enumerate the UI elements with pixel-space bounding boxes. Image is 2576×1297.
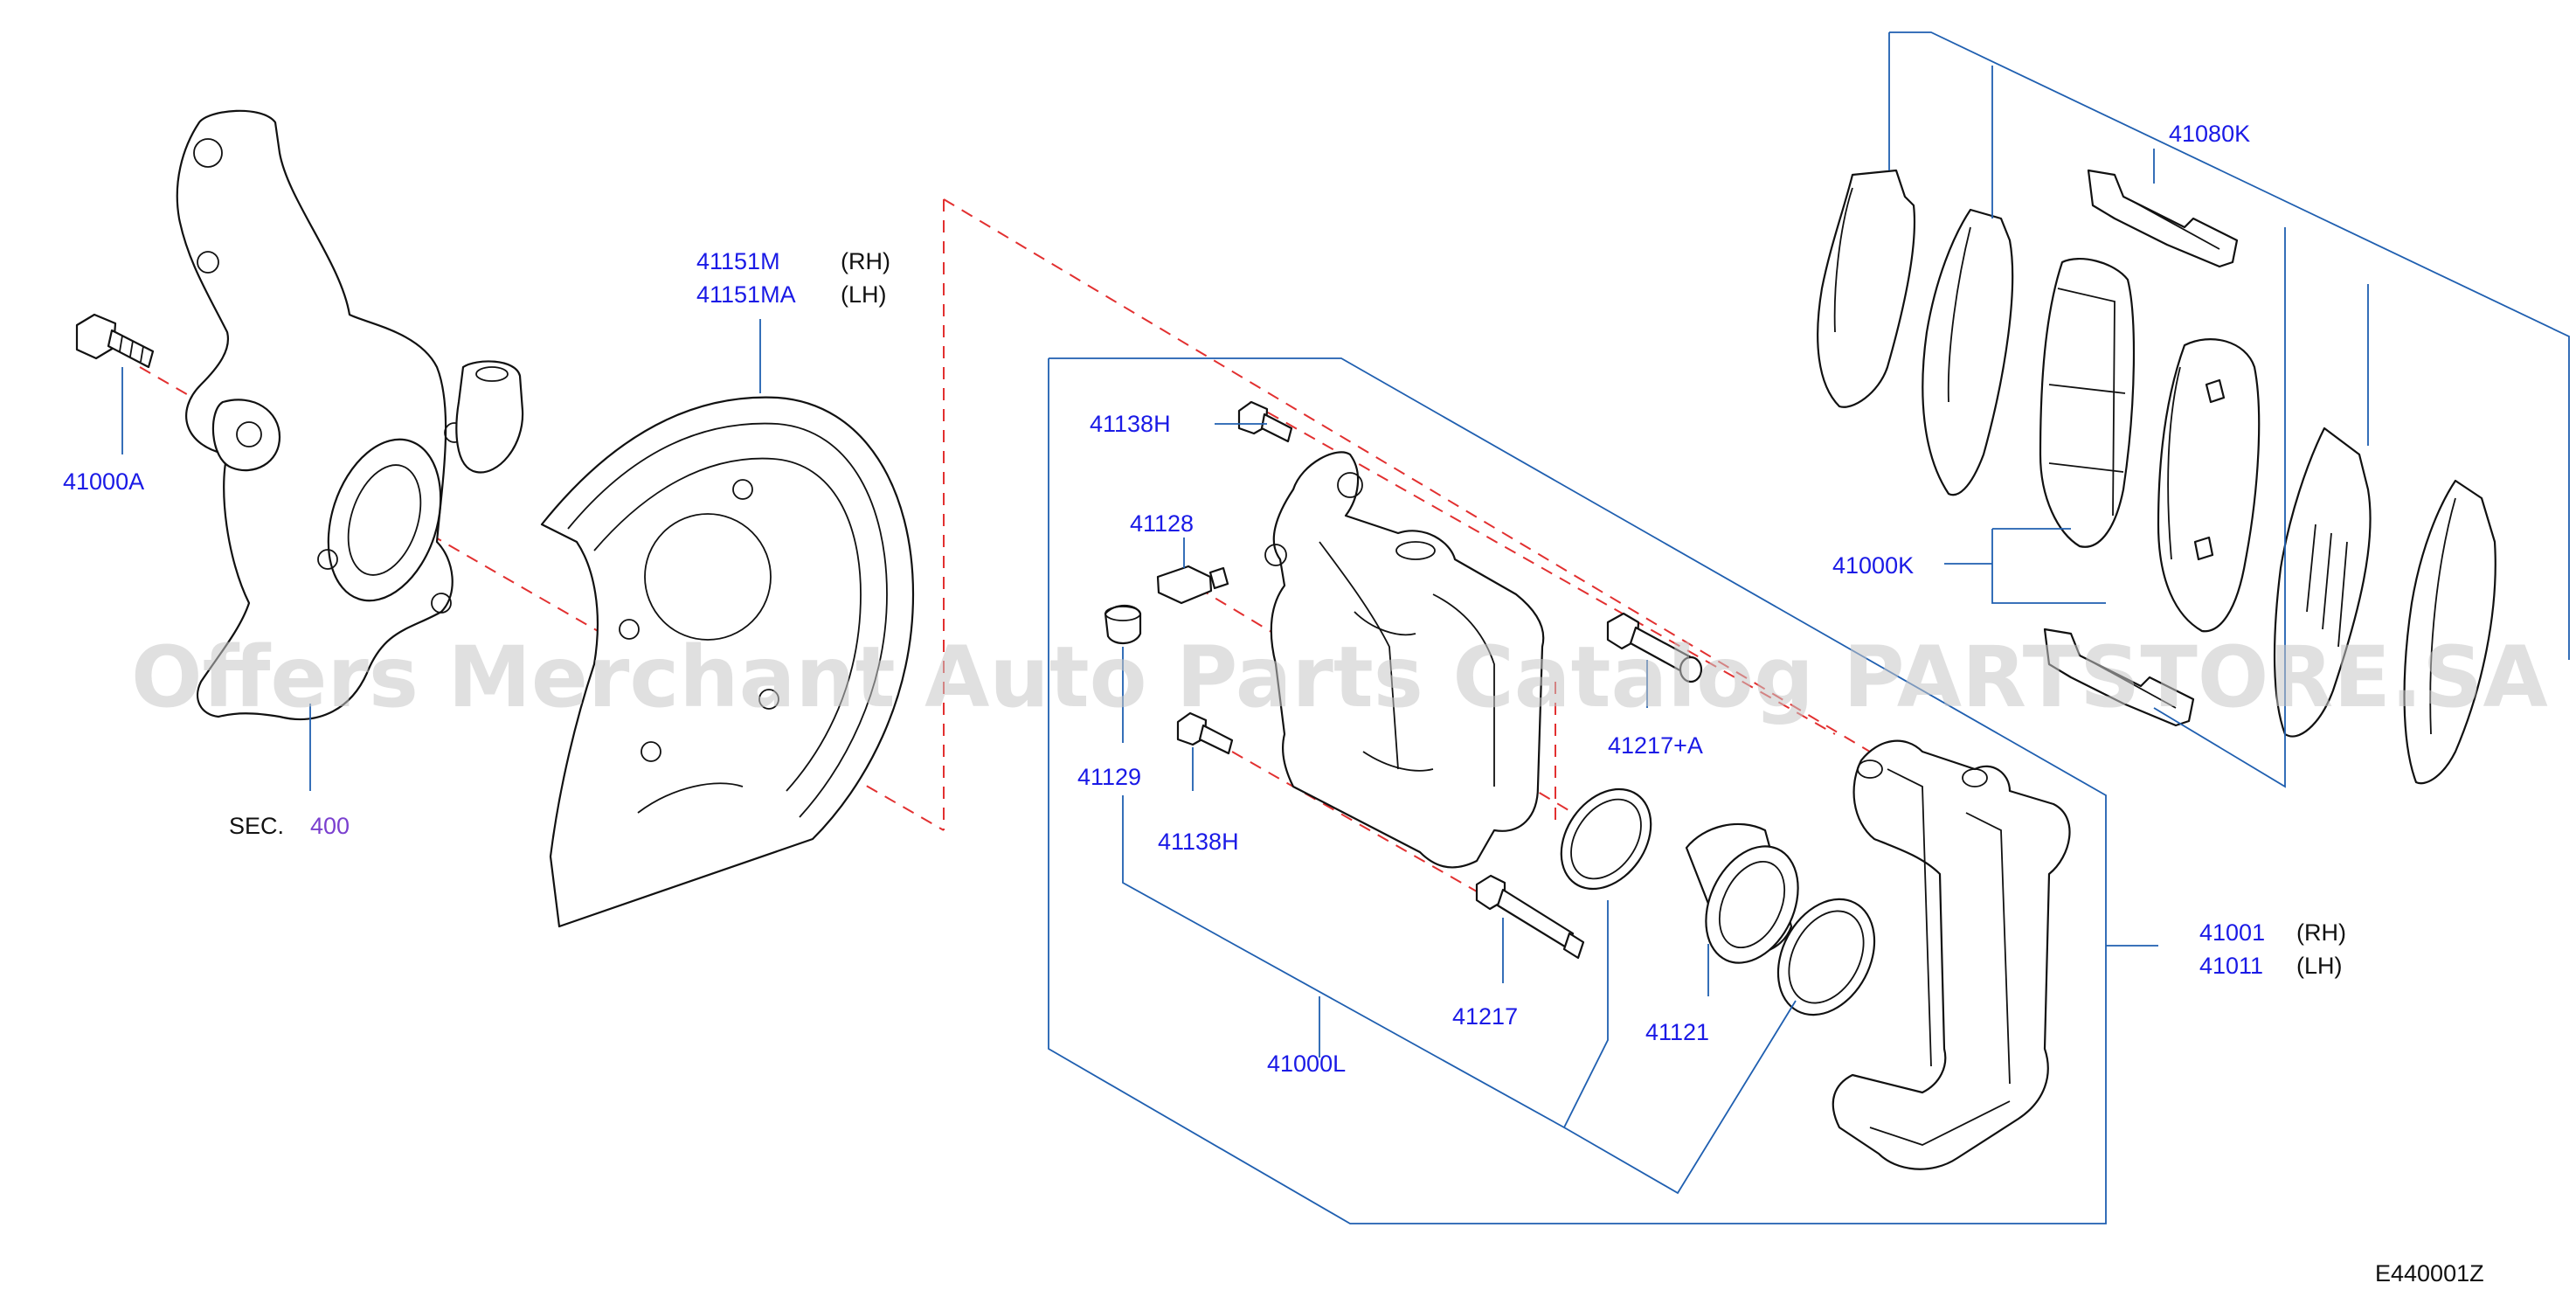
label-41000K[interactable]: 41000K bbox=[1832, 552, 1914, 579]
label-41129[interactable]: 41129 bbox=[1077, 764, 1141, 790]
label-41128[interactable]: 41128 bbox=[1130, 510, 1194, 537]
caliper-bolt-upper bbox=[1237, 400, 1293, 443]
pad-clip-lower bbox=[2043, 628, 2195, 727]
label-41001-side: (RH) bbox=[2296, 919, 2346, 946]
guide-pin bbox=[1475, 874, 1585, 960]
watermark-text: Offers Merchant Auto Parts Catalog PARTS… bbox=[131, 628, 2548, 726]
dust-boot bbox=[1776, 898, 1876, 1016]
label-sec-400[interactable]: 400 bbox=[310, 813, 350, 839]
label-41000A[interactable]: 41000A bbox=[63, 468, 144, 495]
figure-code: E440001Z bbox=[2375, 1260, 2484, 1287]
bleeder-screw bbox=[1156, 565, 1229, 605]
bleeder-cap bbox=[1104, 604, 1142, 644]
brake-pad-inner bbox=[2157, 338, 2261, 633]
label-41121[interactable]: 41121 bbox=[1645, 1019, 1709, 1045]
outer-shim-right bbox=[1922, 208, 2014, 496]
label-41217[interactable]: 41217 bbox=[1452, 1003, 1518, 1030]
label-41011-side: (LH) bbox=[2296, 953, 2343, 979]
label-41151MA[interactable]: 41151MA bbox=[696, 281, 796, 308]
piston-seal bbox=[1560, 787, 1652, 891]
label-sec-text: SEC. bbox=[229, 813, 284, 839]
label-41138H-lower[interactable]: 41138H bbox=[1158, 829, 1239, 855]
dust-shield bbox=[540, 396, 915, 928]
guide-pin-a bbox=[1606, 612, 1703, 683]
label-41151M[interactable]: 41151M bbox=[696, 248, 780, 274]
steering-knuckle bbox=[176, 109, 524, 720]
piston bbox=[1685, 822, 1799, 964]
label-41011[interactable]: 41011 bbox=[2199, 953, 2263, 979]
label-41151M-side: (RH) bbox=[841, 248, 890, 274]
part-labels: 41000A SEC. 400 41151M (RH) 41151MA (LH)… bbox=[63, 121, 2484, 1287]
caliper-body bbox=[1264, 451, 1545, 869]
label-41080K[interactable]: 41080K bbox=[2169, 121, 2250, 147]
pad-clip-upper bbox=[2087, 169, 2239, 268]
leader-lines bbox=[121, 31, 2570, 1224]
brake-pad-outer bbox=[2039, 258, 2136, 548]
caliper-bolt-lower bbox=[1176, 711, 1234, 755]
label-41001[interactable]: 41001 bbox=[2199, 919, 2265, 946]
outer-shim-left bbox=[1817, 169, 1916, 408]
label-41138H-upper[interactable]: 41138H bbox=[1090, 411, 1171, 437]
label-41000L[interactable]: 41000L bbox=[1267, 1051, 1346, 1077]
inner-shim-right bbox=[2403, 479, 2496, 785]
caliper-bracket bbox=[1832, 739, 2071, 1170]
knuckle-bolt bbox=[75, 313, 155, 369]
label-41217A[interactable]: 41217+A bbox=[1608, 732, 1703, 759]
label-41151MA-side: (LH) bbox=[841, 281, 887, 308]
